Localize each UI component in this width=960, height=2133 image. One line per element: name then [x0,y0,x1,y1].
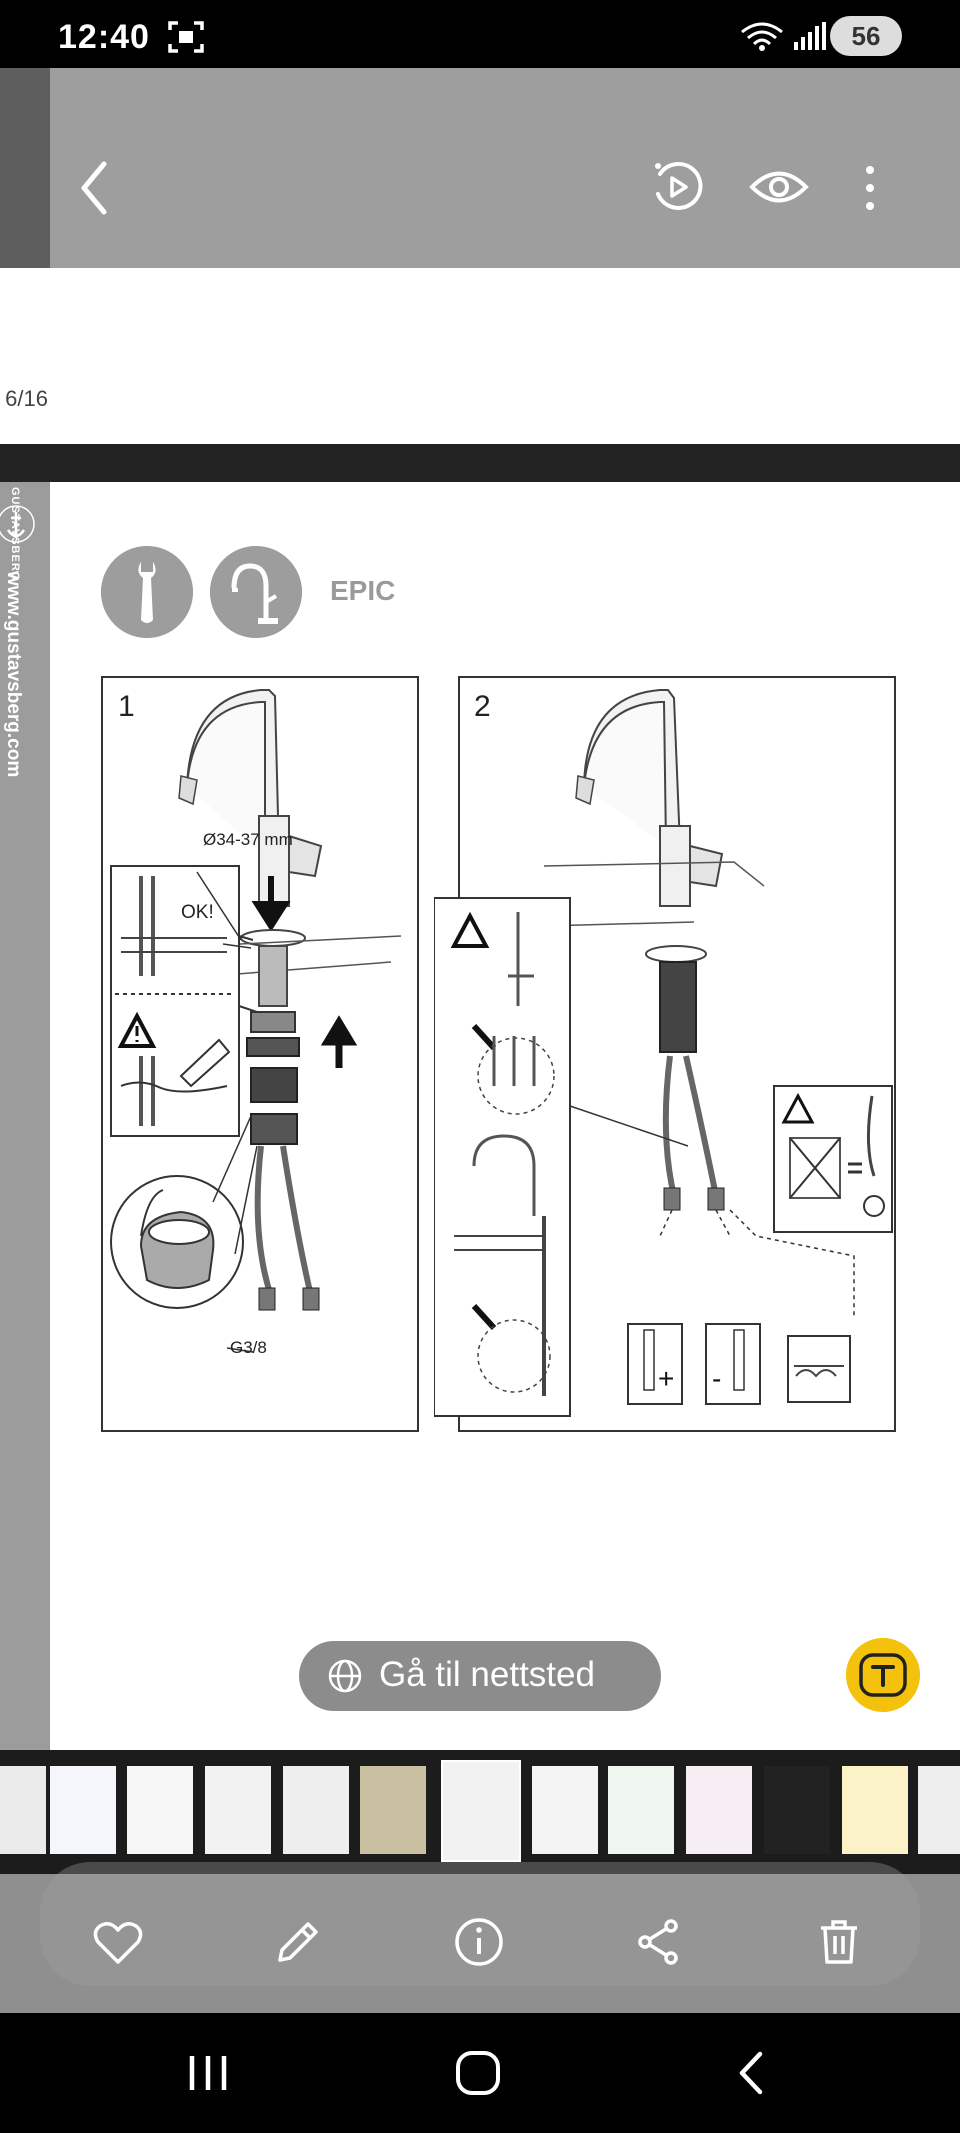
thumbnail[interactable] [127,1766,193,1854]
screenshot-icon [168,21,204,53]
product-label: EPIC [330,575,396,606]
thumbnail[interactable] [532,1766,598,1854]
back-nav-icon[interactable] [724,2050,780,2096]
wrench-icon [101,546,193,638]
water-connection-illustration: + - [434,689,893,1417]
pencil-icon[interactable] [270,1914,326,1970]
thumbnail[interactable] [608,1766,674,1854]
clock: 12:40 [58,18,150,56]
thumbnail[interactable] [283,1766,349,1854]
thread-note: G3/8 [230,1338,267,1357]
thumbnail[interactable] [764,1766,830,1854]
previous-page-edge [0,268,50,444]
more-options-icon[interactable] [852,160,888,216]
diameter-note: Ø34-37 mm [203,830,293,849]
panel-number: 1 [118,690,135,723]
panel-number: 2 [474,690,491,723]
brand-logo [0,505,35,543]
share-icon[interactable] [631,1914,687,1970]
ok-note: OK! [181,902,214,923]
info-icon[interactable] [451,1914,507,1970]
viewer-top-bar [50,68,960,268]
svg-text:+: + [658,1363,674,1394]
home-icon[interactable] [452,2050,508,2096]
visit-website-label: Gå til nettsted [379,1655,595,1694]
motion-photo-button[interactable] [650,158,704,216]
thumbnail[interactable] [0,1766,46,1854]
page-number: 6/16 [5,386,48,411]
previous-page-side [0,480,50,1750]
faucet-installation-illustration [110,689,402,1353]
page-divider [0,444,960,482]
previous-image-edge [0,68,50,268]
visit-website-button[interactable]: Gå til nettsted [299,1641,661,1711]
status-bar [0,0,960,68]
side-url: www.gustavsberg.com [3,571,24,778]
trash-icon[interactable] [811,1914,867,1970]
thumbnail-current[interactable] [441,1760,521,1862]
thumbnail[interactable] [50,1766,116,1854]
thumbnail[interactable] [842,1766,908,1854]
recent-apps-icon[interactable] [180,2050,236,2096]
previous-document-page [50,268,960,444]
faucet-icon [210,546,302,638]
thumbnail[interactable] [686,1766,752,1854]
wifi-icon [741,22,783,51]
back-button[interactable] [70,150,120,226]
thumbnail[interactable] [360,1766,426,1854]
thumbnail[interactable] [205,1766,271,1854]
globe-icon [328,1659,362,1693]
battery-indicator: 56 [830,16,902,56]
svg-text:-: - [712,1363,721,1394]
extract-text-button[interactable] [846,1638,920,1712]
heart-icon[interactable] [90,1914,146,1970]
eye-icon[interactable] [748,162,810,212]
navigation-bar [0,2013,960,2133]
thumbnail[interactable] [918,1766,960,1854]
signal-icon [794,22,826,50]
